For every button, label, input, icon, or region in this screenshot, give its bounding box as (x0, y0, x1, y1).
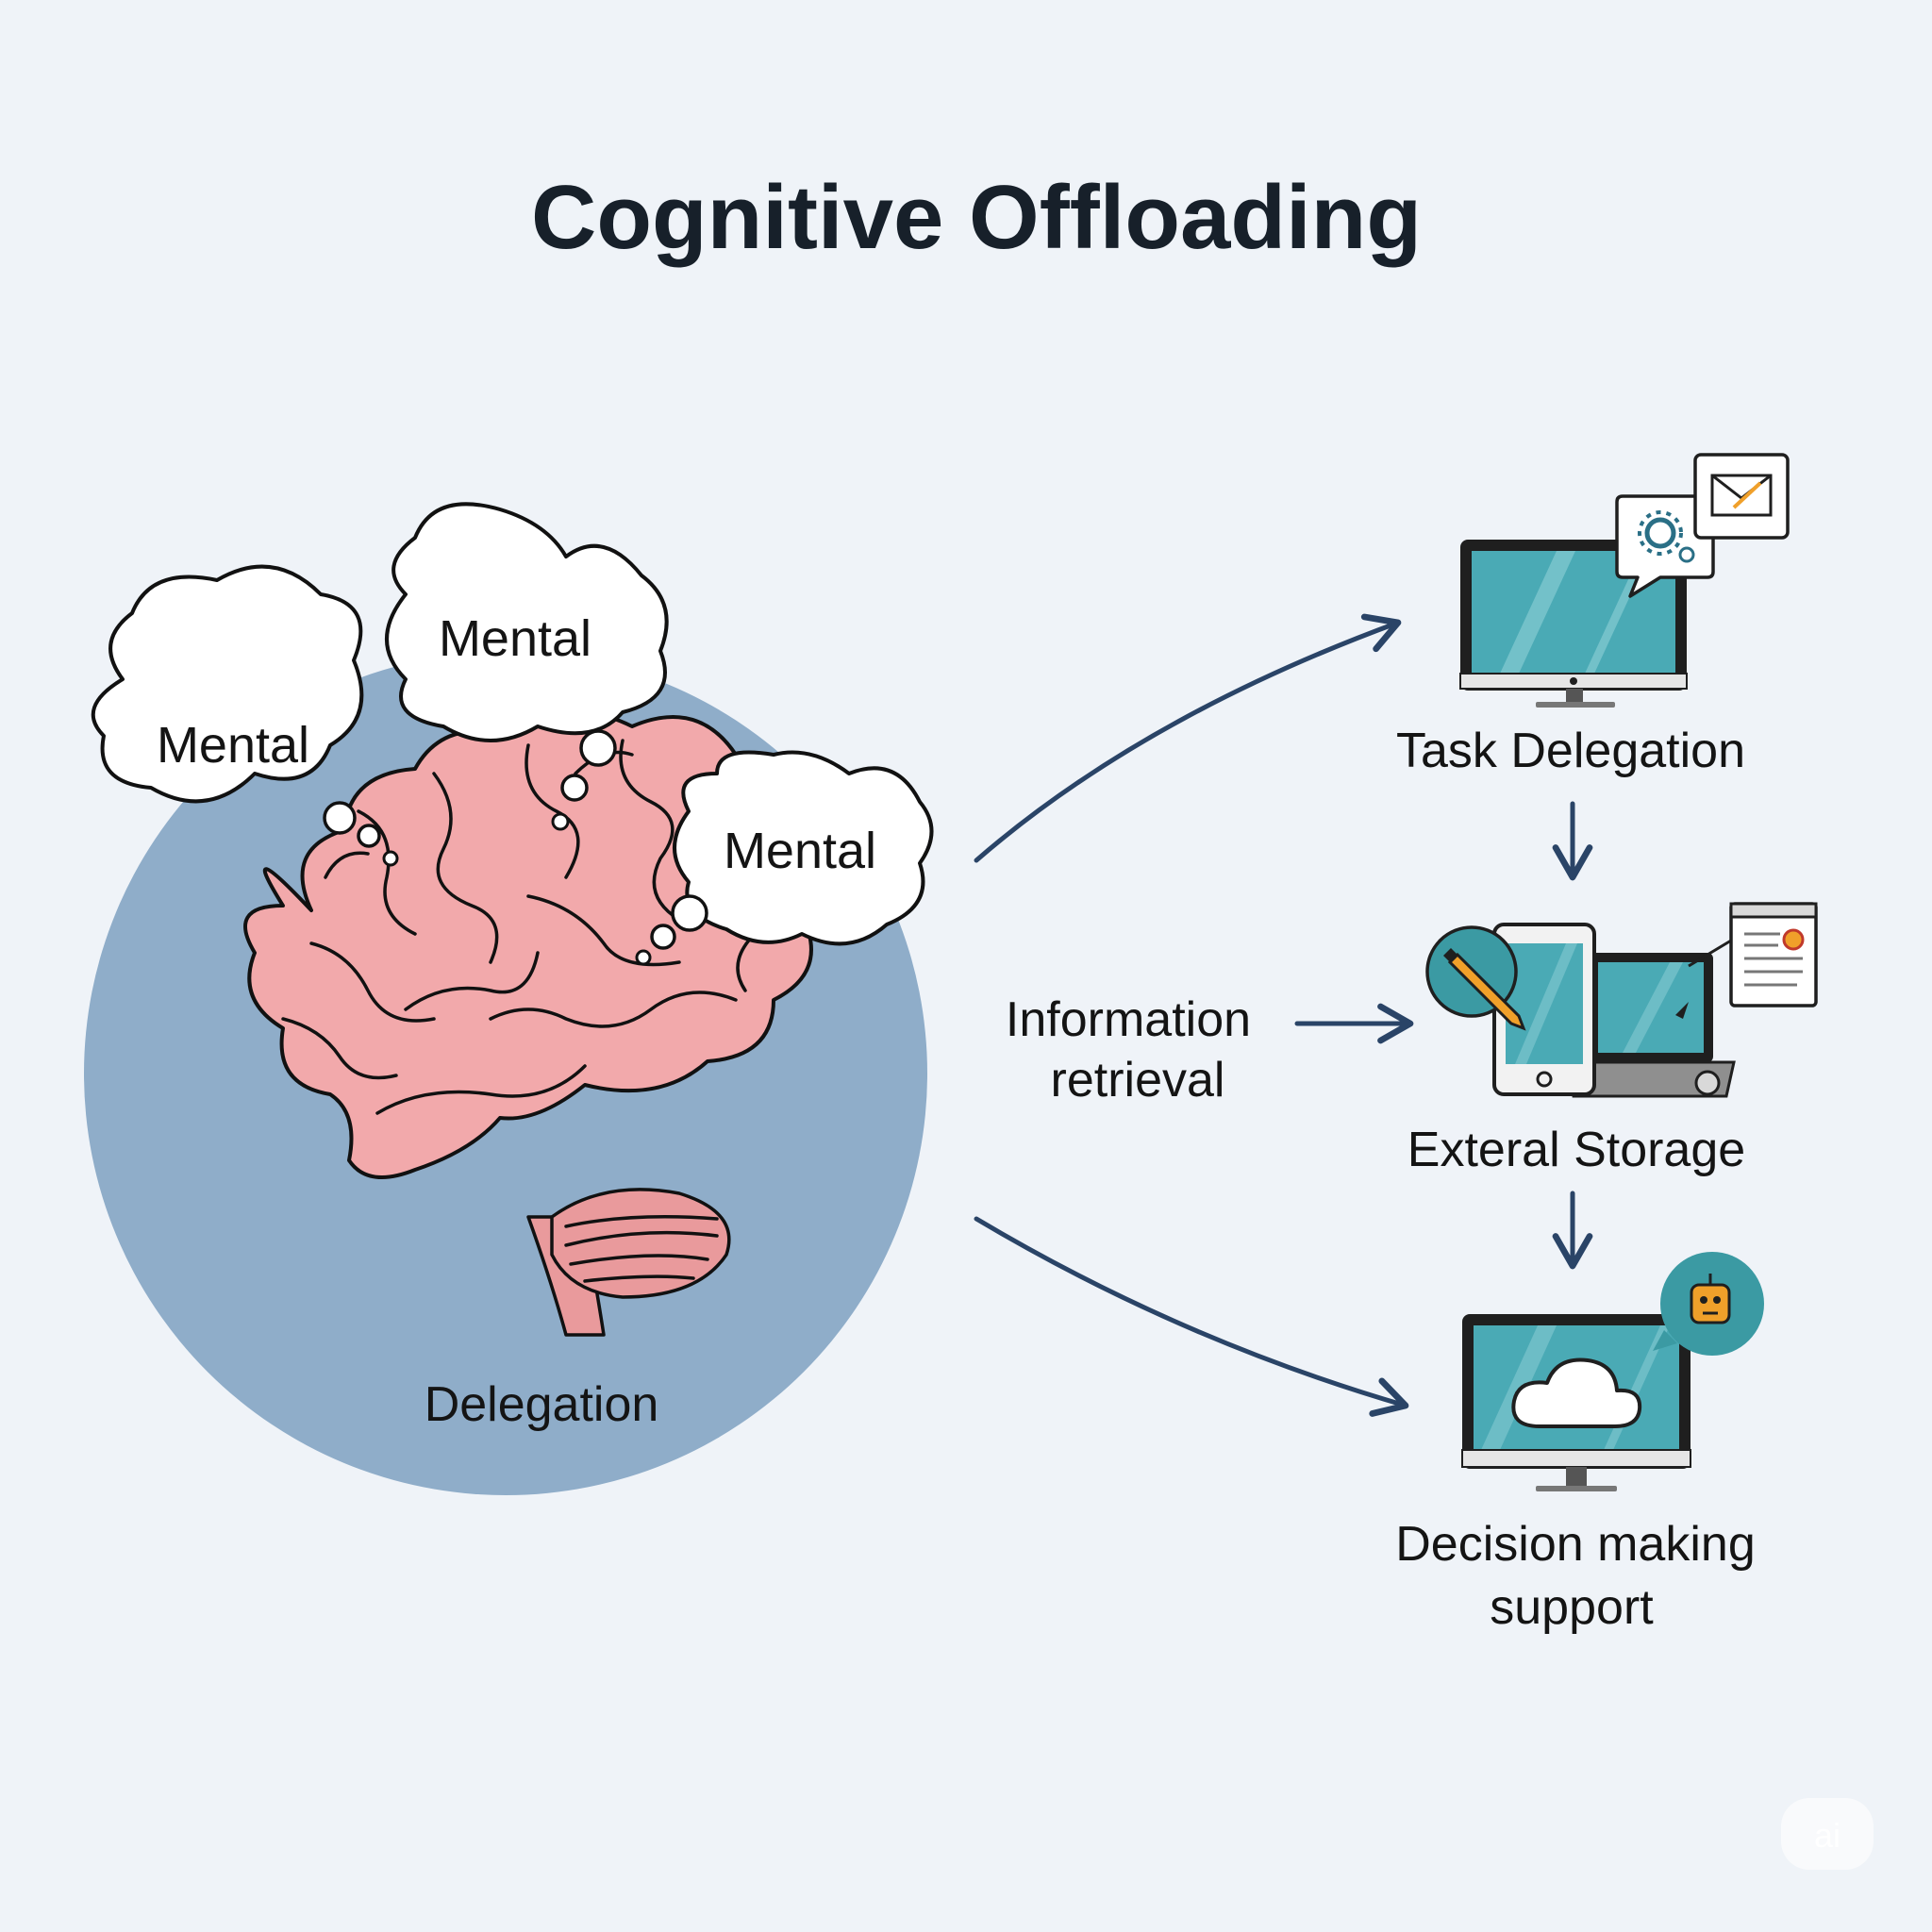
storage-phone-icon (1492, 923, 1596, 1096)
task-delegation-label: Task Delegation (1396, 724, 1745, 778)
arrow-to-task (974, 613, 1402, 863)
cloud-label: Mental (724, 823, 876, 879)
decision-support-label-line1: Decision making (1395, 1517, 1756, 1572)
external-storage-label: Exteral Storage (1407, 1123, 1745, 1177)
information-retrieval-label-line1: Information (1006, 992, 1251, 1047)
storage-laptop-icon (1566, 936, 1737, 1098)
arrow-to-decision (974, 1216, 1409, 1417)
assistant-badge-icon (1653, 1252, 1764, 1356)
watermark-logo: ai (1781, 1798, 1874, 1870)
decision-support-label-line2: support (1490, 1580, 1654, 1635)
brain-icon (243, 709, 815, 1337)
watermark-text: ai (1814, 1816, 1840, 1855)
information-retrieval-label-line2: retrieval (1051, 1053, 1225, 1108)
cloud-label: Mental (439, 610, 591, 667)
pencil-badge-icon (1425, 925, 1526, 1031)
cloud-label: Mental (157, 717, 309, 774)
thought-cloud-center: Mental (385, 502, 669, 831)
thought-cloud-left: Mental (91, 564, 399, 867)
delegation-label: Delegation (425, 1377, 659, 1432)
document-window-icon (1729, 902, 1818, 1008)
mail-bubble-icon (1693, 453, 1790, 540)
diagram-title: Cognitive Offloading (531, 167, 1422, 268)
thought-cloud-right: Mental (635, 750, 934, 966)
decision-monitor-icon (1461, 1314, 1691, 1491)
